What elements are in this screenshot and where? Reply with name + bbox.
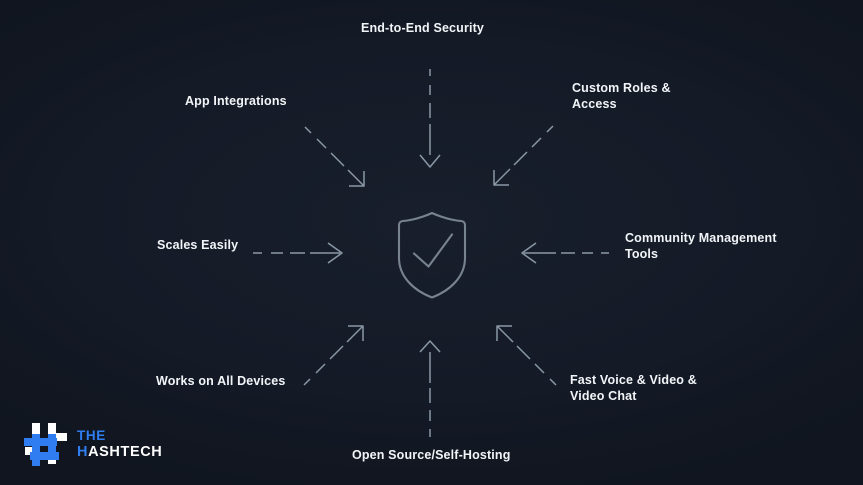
label-custom-roles-access: Custom Roles & Access (572, 81, 671, 111)
label-works-on-all-devices: Works on All Devices (156, 374, 286, 388)
label-community-management-tools: Community Management Tools (625, 231, 777, 261)
arrow-from-right (521, 242, 609, 264)
logo-line-hashtech: HASHTECH (77, 445, 162, 460)
arrow-from-top (419, 69, 441, 168)
logo-wordmark: THE HASHTECH (77, 427, 162, 460)
logo-accent-letter: H (77, 444, 89, 460)
arrow-from-bottom (419, 340, 441, 437)
logo-rest-letters: ASHTECH (88, 444, 163, 460)
logo-line-the: THE (77, 427, 106, 443)
label-fast-voice-video-chat: Fast Voice & Video & Video Chat (570, 373, 697, 403)
label-scales-easily: Scales Easily (157, 238, 239, 252)
label-end-to-end-security: End-to-End Security (361, 21, 484, 35)
hash-logo-icon (22, 421, 70, 467)
label-open-source-self-hosting: Open Source/Self-Hosting (352, 448, 511, 462)
label-app-integrations: App Integrations (185, 94, 287, 108)
arrow-from-left (253, 242, 343, 264)
brand-logo: THE HASHTECH (22, 421, 162, 467)
shield-check-icon (397, 211, 467, 299)
arrow-from-top-right (493, 125, 554, 186)
arrow-from-bottom-right (496, 325, 557, 386)
arrow-from-top-left (304, 126, 365, 187)
arrow-from-bottom-left (303, 325, 364, 386)
